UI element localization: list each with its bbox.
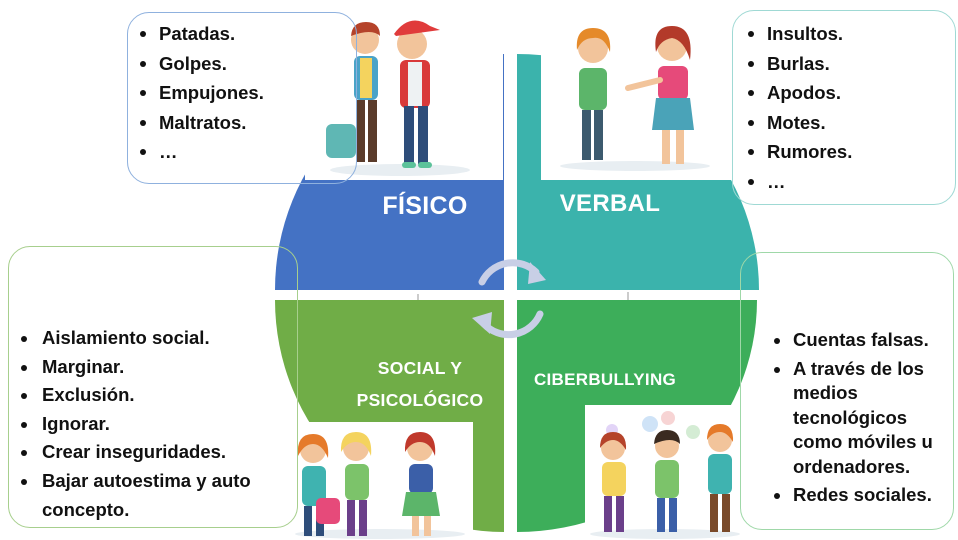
list-item: … bbox=[137, 137, 347, 167]
list-item: Redes sociales. bbox=[771, 483, 951, 508]
list-item: Maltratos. bbox=[137, 108, 347, 138]
list-item: Crear inseguridades. bbox=[18, 438, 288, 467]
ciber-list: Cuentas falsas. A través de los medios t… bbox=[771, 328, 951, 512]
label-ciberbullying: CIBERBULLYING bbox=[533, 370, 677, 389]
girls-pointing-illustration bbox=[560, 26, 710, 171]
fisico-panel bbox=[127, 12, 357, 184]
boys-pushing-illustration bbox=[326, 20, 470, 176]
kids-with-phones-illustration bbox=[590, 411, 740, 539]
verbal-panel bbox=[732, 10, 956, 205]
label-fisico: FÍSICO bbox=[382, 192, 468, 220]
list-item: Aislamiento social. bbox=[18, 324, 288, 353]
social-panel bbox=[8, 246, 298, 528]
list-item: … bbox=[745, 167, 945, 197]
list-item: Apodos. bbox=[745, 78, 945, 108]
label-social: SOCIAL Y PSICOLÓGICO bbox=[345, 352, 495, 416]
fisico-list: Patadas. Golpes. Empujones. Maltratos. … bbox=[137, 19, 347, 167]
label-verbal: VERBAL bbox=[559, 190, 661, 217]
kids-excluding-illustration bbox=[295, 432, 465, 539]
list-item: Golpes. bbox=[137, 49, 347, 79]
label-social-line1: SOCIAL Y bbox=[377, 358, 463, 378]
list-item: Ignorar. bbox=[18, 410, 288, 439]
list-item: Cuentas falsas. bbox=[771, 328, 951, 353]
list-item: Burlas. bbox=[745, 49, 945, 79]
list-item: Exclusión. bbox=[18, 381, 288, 410]
list-item: A través de los medios tecnológicos como… bbox=[771, 357, 951, 480]
cycle-arrows-icon bbox=[472, 259, 546, 339]
list-item: Empujones. bbox=[137, 78, 347, 108]
list-item: Bajar autoestima y auto concepto. bbox=[18, 467, 288, 524]
list-item: Patadas. bbox=[137, 19, 347, 49]
list-item: Motes. bbox=[745, 108, 945, 138]
list-item: Marginar. bbox=[18, 353, 288, 382]
social-list: Aislamiento social. Marginar. Exclusión.… bbox=[18, 324, 288, 524]
list-item: Insultos. bbox=[745, 19, 945, 49]
label-social-line2: PSICOLÓGICO bbox=[356, 390, 484, 410]
verbal-list: Insultos. Burlas. Apodos. Motes. Rumores… bbox=[745, 19, 945, 196]
ciber-panel bbox=[740, 252, 954, 530]
list-item: Rumores. bbox=[745, 137, 945, 167]
